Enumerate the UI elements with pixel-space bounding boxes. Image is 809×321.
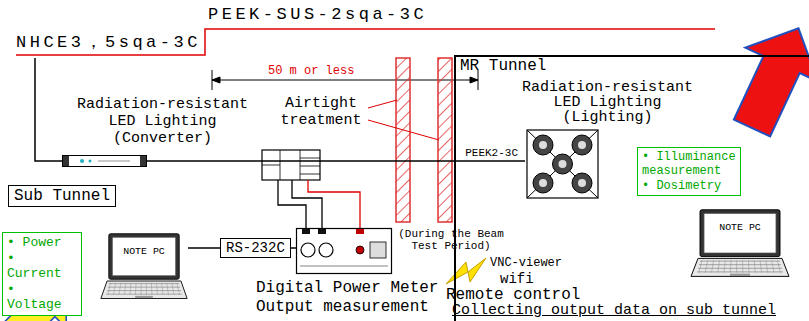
converter-drawing: [62, 155, 147, 167]
laptop-drawing: [100, 232, 188, 302]
node-heading: Output measurement: [256, 298, 429, 316]
note-text: Airtight treatment: [276, 95, 366, 129]
meter-wires: [278, 180, 360, 228]
cable-spec: NHCE3，5sqa-3C: [16, 33, 201, 53]
node-label: • Power: [7, 235, 77, 251]
software-label: VNC-viewer: [490, 256, 562, 270]
note-text: Collecting output data on sub tunnel: [452, 303, 776, 319]
node-heading: Radiation-resistant LED Lighting (Conver…: [70, 96, 255, 147]
measurement-box: • Illuminance measurement• Dosimetry: [637, 147, 741, 196]
converter: Radiation-resistant LED Lighting (Conver…: [62, 155, 147, 167]
node-label: • Illuminance measurement: [642, 150, 736, 179]
measurement-box: • Power• Current• Voltage: [2, 232, 82, 316]
node-heading: Radiation-resistant LED Lighting (Lighti…: [515, 80, 700, 125]
wireless-bolt: [446, 258, 486, 284]
node-label: MR Tunnel: [456, 57, 550, 76]
node-label: • Voltage: [7, 282, 77, 313]
link-label: wifi: [500, 271, 534, 287]
laptop: NOTE PC: [100, 232, 188, 302]
power-meter-drawing: [296, 228, 392, 274]
led-fixture-drawing: [525, 128, 600, 200]
node-label: • Current: [7, 251, 77, 282]
cable-connector: [188, 247, 220, 249]
cable-red: [16, 29, 715, 55]
note-text: Remote control: [446, 287, 580, 303]
laptop: NOTE PC: [690, 208, 790, 280]
node-heading: Digital Power Meter: [256, 279, 438, 297]
dimension-text: 50 m or less: [268, 64, 354, 78]
laptop-drawing: [690, 208, 790, 280]
airtight-wall: [396, 58, 410, 222]
cable-connector: [291, 247, 296, 249]
tunnel-label-box: Sub Tunnel: [8, 185, 116, 207]
leader-line: [368, 120, 439, 140]
node-heading: NOTE PC: [690, 222, 790, 233]
led-light-fixture: Radiation-resistant LED Lighting (Lighti…: [525, 128, 600, 200]
cable-label: PEEK2-3C: [464, 147, 519, 159]
big-arrow-red: [716, 11, 809, 145]
node-label: RS-232C: [226, 240, 285, 256]
cable-black: [35, 58, 62, 161]
node-heading: NOTE PC: [100, 246, 188, 257]
node-label: • Dosimetry: [642, 179, 736, 193]
terminal-block: [262, 150, 320, 180]
interface-box: RS-232C: [220, 238, 291, 258]
cable-connector: [147, 160, 525, 162]
leader-line: [368, 100, 397, 108]
node-label: Sub Tunnel: [14, 187, 110, 205]
cable-spec: PEEK-SUS-2sqa-3C: [208, 5, 427, 25]
airtight-wall: [438, 58, 452, 222]
note-text: (During the Beam Test Period): [395, 228, 507, 252]
power-meter: Digital Power MeterOutput measurement: [296, 228, 392, 274]
